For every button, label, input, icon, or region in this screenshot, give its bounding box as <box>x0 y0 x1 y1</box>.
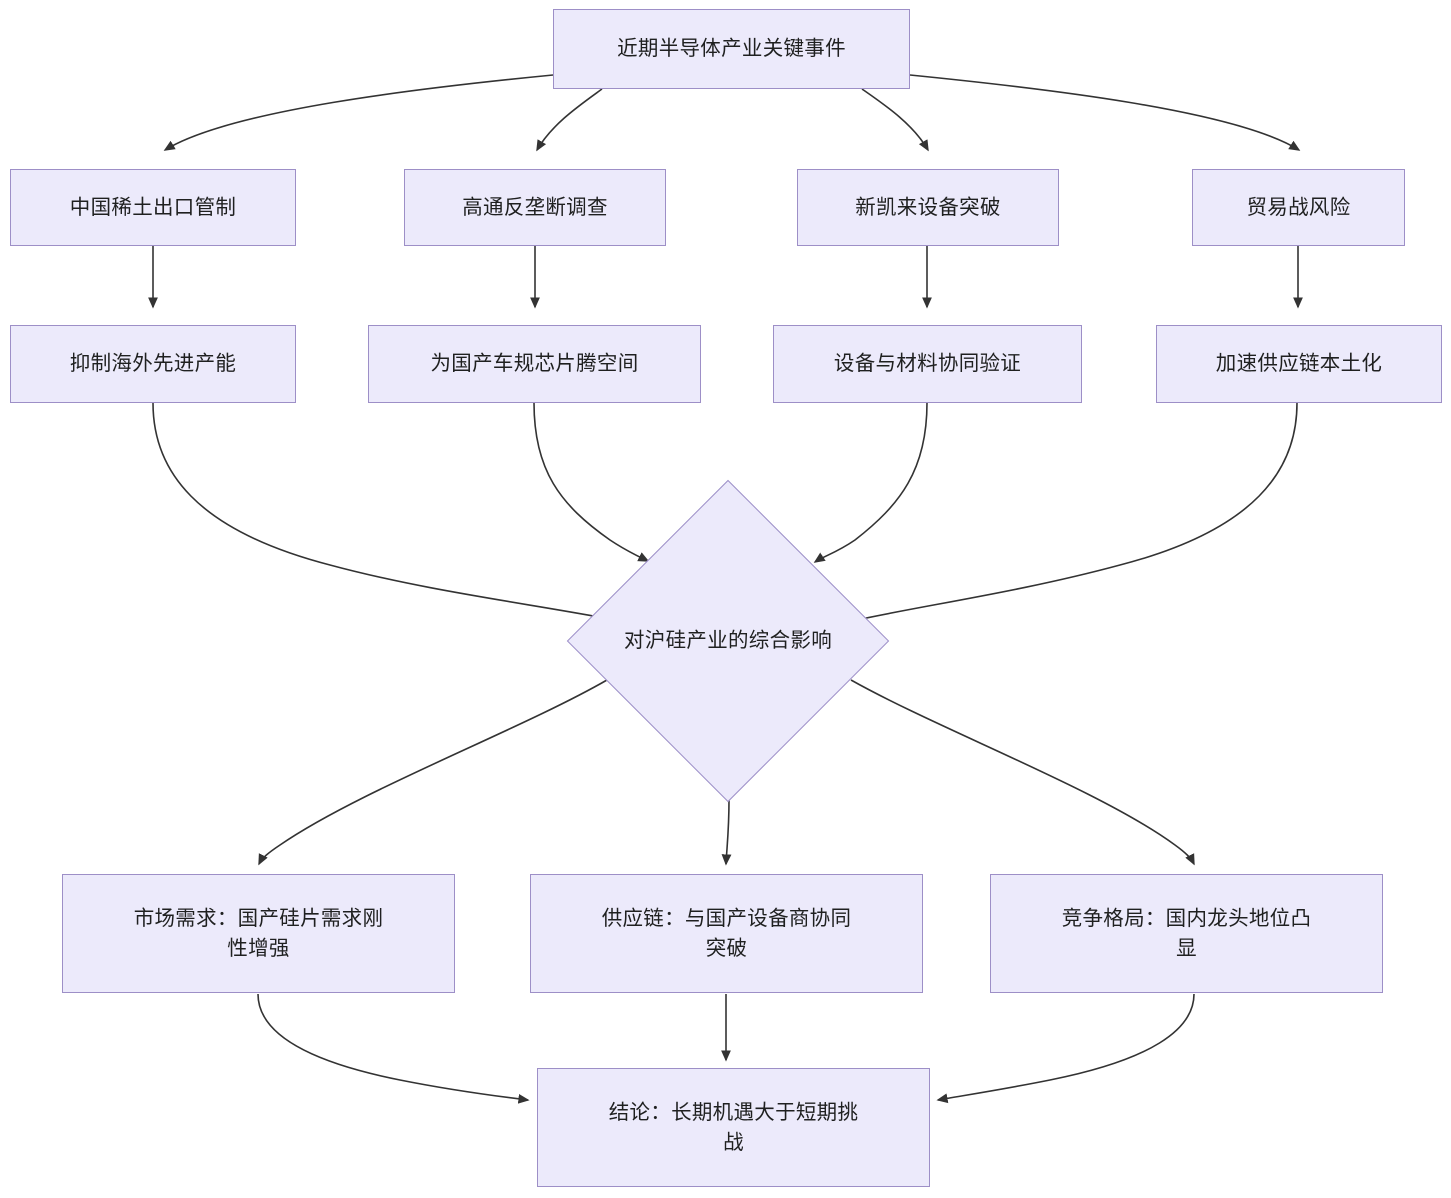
edge-outcome1-conclusion <box>257 993 530 1104</box>
edge-impact-outcome2 <box>721 799 732 866</box>
node-effect1-label: 抑制海外先进产能 <box>69 352 237 376</box>
edge-effect4-impact <box>850 402 1298 624</box>
node-impact-label: 对沪硅产业的综合影响 <box>624 629 832 653</box>
node-event1-label: 中国稀土出口管制 <box>69 195 237 219</box>
node-outcome3[interactable]: 竞争格局：国内龙头地位凸 显 <box>990 874 1383 993</box>
node-outcome2-label: 供应链：与国产设备商协同 突破 <box>601 906 852 960</box>
node-impact-text: 对沪硅产业的综合影响 <box>614 527 842 755</box>
edge-impact-outcome1 <box>258 679 608 866</box>
node-effect4-label: 加速供应链本土化 <box>1215 352 1383 376</box>
edge-outcome3-conclusion <box>936 993 1195 1104</box>
edge-impact-outcome3 <box>850 679 1195 866</box>
node-impact[interactable]: 对沪硅产业的综合影响 <box>566 479 890 803</box>
node-event2-label: 高通反垄断调查 <box>462 195 608 219</box>
node-conclusion[interactable]: 结论：长期机遇大于短期挑 战 <box>537 1068 930 1187</box>
node-outcome3-label: 竞争格局：国内龙头地位凸 显 <box>1061 906 1312 960</box>
node-effect4[interactable]: 加速供应链本土化 <box>1156 325 1442 403</box>
edge-root-event1 <box>163 74 554 151</box>
node-effect2[interactable]: 为国产车规芯片腾空间 <box>368 325 701 403</box>
node-event4-label: 贸易战风险 <box>1246 195 1351 219</box>
node-effect2-label: 为国产车规芯片腾空间 <box>430 352 639 376</box>
node-event1[interactable]: 中国稀土出口管制 <box>10 169 296 246</box>
node-event2[interactable]: 高通反垄断调查 <box>404 169 666 246</box>
node-root[interactable]: 近期半导体产业关键事件 <box>553 9 910 89</box>
node-outcome1[interactable]: 市场需求：国产硅片需求刚 性增强 <box>62 874 455 993</box>
edge-root-event2 <box>536 88 603 152</box>
edge-root-event3 <box>861 88 929 152</box>
node-root-label: 近期半导体产业关键事件 <box>617 37 846 61</box>
node-effect3-label: 设备与材料协同验证 <box>833 352 1022 376</box>
node-effect1[interactable]: 抑制海外先进产能 <box>10 325 296 403</box>
edge-effect1-impact <box>152 402 622 624</box>
node-outcome2[interactable]: 供应链：与国产设备商协同 突破 <box>530 874 923 993</box>
node-effect3[interactable]: 设备与材料协同验证 <box>773 325 1082 403</box>
node-conclusion-label: 结论：长期机遇大于短期挑 战 <box>608 1100 859 1154</box>
node-event3-label: 新凯来设备突破 <box>855 195 1001 219</box>
edge-root-event4 <box>909 74 1301 151</box>
node-event4[interactable]: 贸易战风险 <box>1192 169 1405 246</box>
node-event3[interactable]: 新凯来设备突破 <box>797 169 1059 246</box>
node-outcome1-label: 市场需求：国产硅片需求刚 性增强 <box>133 906 384 960</box>
